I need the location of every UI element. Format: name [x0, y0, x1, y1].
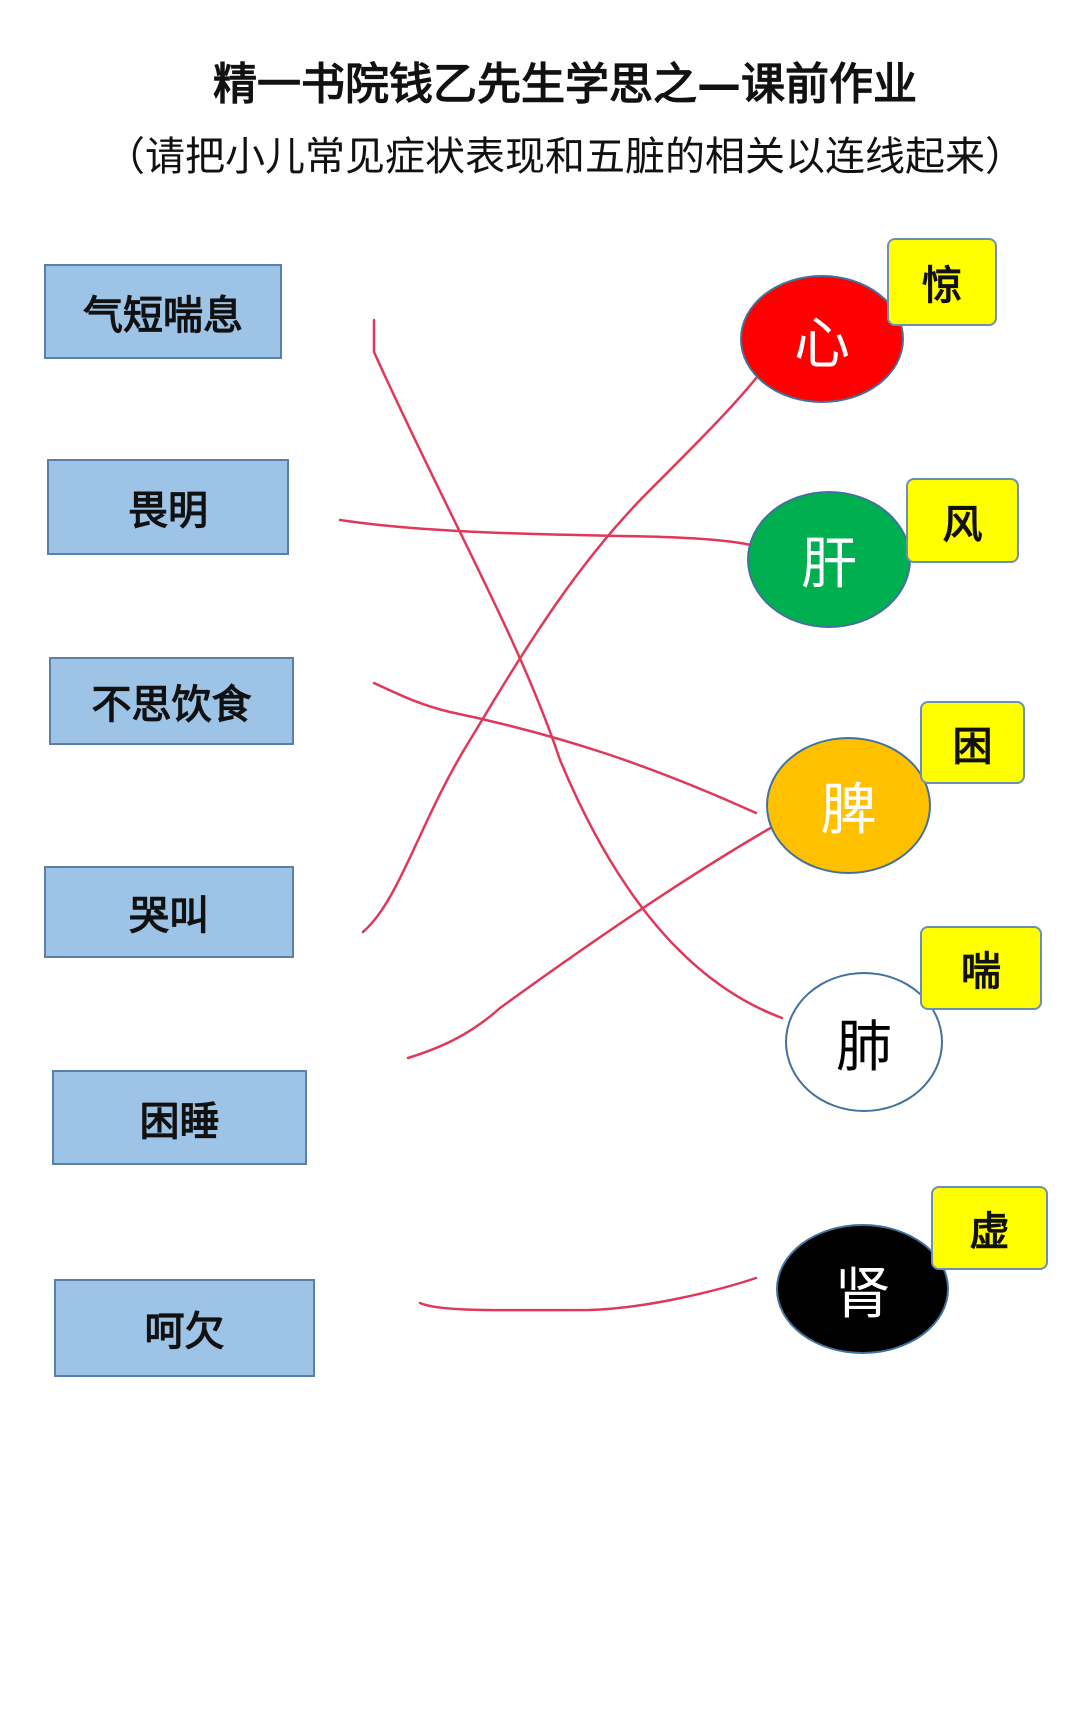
symptom-label: 气短喘息	[83, 292, 243, 339]
tag-label: 风	[942, 501, 983, 548]
tag-chuan: 喘	[920, 926, 1042, 1010]
line-busiyinshi-to-pi	[372, 681, 758, 815]
tag-label: 喘	[961, 949, 1001, 995]
page-title: 精一书院钱乙先生学思之—课前作业	[213, 59, 917, 110]
line-heqian-to-shen	[418, 1276, 758, 1312]
symptom-box-hеqian[interactable]: 呵欠	[54, 1279, 315, 1377]
tag-kun: 困	[920, 701, 1025, 784]
organ-circle-xin[interactable]: 心	[740, 275, 904, 403]
tag-label: 困	[952, 723, 993, 770]
tag-xu: 虚	[931, 1186, 1048, 1270]
line-weiming-to-gan	[338, 518, 768, 551]
organ-circle-gan[interactable]: 肝	[747, 491, 911, 628]
organ-label: 心	[794, 311, 850, 377]
tag-jing: 惊	[887, 238, 997, 326]
symptom-box-kujiao[interactable]: 哭叫	[44, 866, 294, 958]
organ-circle-pi[interactable]: 脾	[766, 737, 931, 874]
organ-circle-shen[interactable]: 肾	[776, 1224, 949, 1354]
line-qiduan-to-fei	[372, 318, 784, 1020]
line-kunshui-to-pi	[406, 824, 776, 1060]
symptom-box-weiming[interactable]: 畏明	[47, 459, 289, 555]
organ-label: 肾	[834, 1261, 891, 1327]
organ-label: 肺	[836, 1014, 892, 1080]
instruction-subtitle: （请把小儿常见症状表现和五脏的相关以连线起来）	[105, 134, 1025, 180]
organ-label: 脾	[820, 778, 877, 843]
organ-circle-fei[interactable]: 肺	[785, 972, 943, 1112]
tag-feng: 风	[906, 478, 1019, 563]
tag-label: 惊	[922, 263, 962, 309]
line-kujiao-to-xin	[361, 366, 766, 934]
organ-label: 肝	[801, 532, 857, 597]
symptom-label: 畏明	[128, 488, 208, 534]
symptom-label: 哭叫	[129, 893, 209, 939]
symptom-label: 呵欠	[144, 1309, 225, 1355]
tag-label: 虚	[969, 1209, 1010, 1255]
symptom-box-busiyinshi[interactable]: 不思饮食	[49, 657, 294, 745]
symptom-label: 不思饮食	[91, 682, 252, 728]
symptom-box-qiduan[interactable]: 气短喘息	[44, 264, 282, 359]
symptom-box-kunshui[interactable]: 困睡	[52, 1070, 307, 1165]
symptom-label: 困睡	[139, 1098, 220, 1145]
